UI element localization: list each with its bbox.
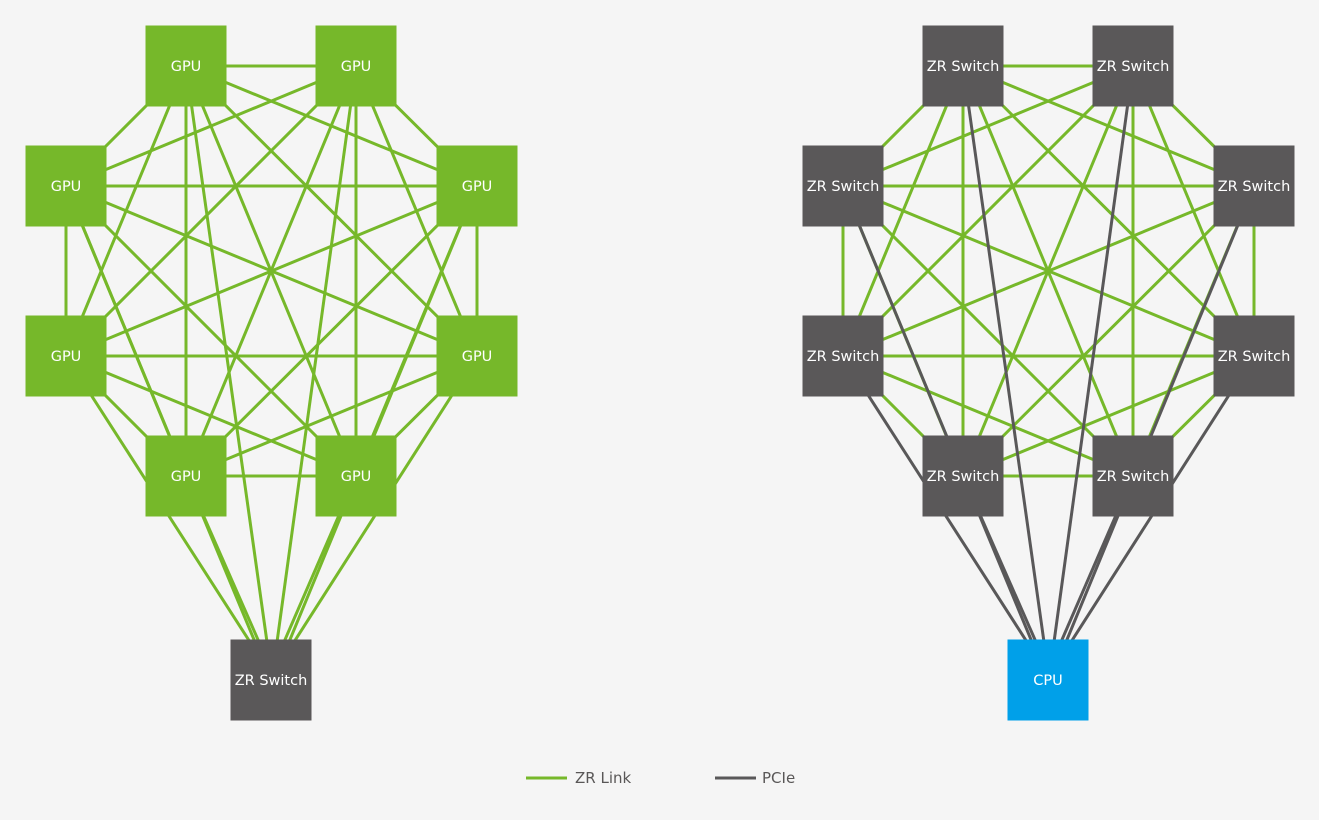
zr-link-line-top-right-to-mid-left — [65, 64, 357, 188]
switch-label: ZR Switch — [807, 349, 880, 365]
zr-link-line-low-right-to-bottom-left — [962, 354, 1255, 478]
links-layer — [841, 64, 1256, 643]
ring-node-switch-top-right: ZR Switch — [1092, 25, 1174, 107]
nodes-layer: GPU GPU GPU GPU GPU GPU GPU GPU ZR Switch — [25, 25, 518, 721]
switch-box — [922, 25, 1004, 107]
switch-label: ZR Switch — [1097, 469, 1170, 485]
switch-box — [230, 639, 312, 721]
switch-box — [802, 145, 884, 227]
zr-link-line-low-left-to-bottom-right — [842, 354, 1134, 478]
ring-node-switch-mid-left: ZR Switch — [802, 145, 884, 227]
legend-zr-link-label: ZR Link — [575, 769, 631, 787]
ring-node-switch-mid-right: ZR Switch — [1213, 145, 1295, 227]
zr-link-line-mid-right-to-bottom-left — [961, 184, 1256, 478]
switch-box — [1213, 315, 1295, 397]
zr-link-line-top-right-to-low-left — [841, 64, 1135, 358]
ring-node-switch-bottom-left: ZR Switch — [922, 435, 1004, 517]
switch-label: ZR Switch — [927, 469, 1000, 485]
gpu-label: GPU — [462, 179, 493, 195]
zr-link-line-mid-right-to-bottom-left — [184, 184, 479, 478]
switch-label: ZR Switch — [807, 179, 880, 195]
gpu-box — [25, 315, 107, 397]
ring-node-switch-low-right: ZR Switch — [1213, 315, 1295, 397]
gpu-cluster-diagram: GPU GPU GPU GPU GPU GPU GPU GPU ZR Switch — [25, 25, 518, 721]
pcie-line-top-left-to-hub — [961, 65, 1046, 643]
ring-node-switch-bottom-right: ZR Switch — [1092, 435, 1174, 517]
gpu-box — [315, 25, 397, 107]
ring-node-switch-low-left: ZR Switch — [802, 315, 884, 397]
zr-link-line-top-left-to-low-right — [184, 64, 479, 358]
gpu-label: GPU — [51, 179, 82, 195]
cpu-box — [1007, 639, 1089, 721]
switch-box — [1092, 25, 1174, 107]
switch-cluster-diagram: ZR Switch ZR Switch ZR Switch ZR Switch ZR S… — [802, 25, 1295, 721]
nodes-layer: ZR Switch ZR Switch ZR Switch ZR Switch ZR S… — [802, 25, 1295, 721]
ring-node-gpu-bottom-right: GPU — [315, 435, 397, 517]
zr-link-line-top-left-to-hub — [184, 65, 269, 643]
gpu-box — [436, 145, 518, 227]
cpu-label: CPU — [1033, 673, 1062, 689]
switch-label: ZR Switch — [235, 673, 308, 689]
switch-box — [922, 435, 1004, 517]
pcie-line-mid-right-to-hub — [1064, 185, 1256, 643]
pcie-line-mid-left-to-hub — [841, 185, 1034, 643]
switch-label: ZR Switch — [1097, 59, 1170, 75]
zr-link-line-low-right-to-bottom-left — [185, 354, 478, 478]
zr-link-line-top-right-to-low-left — [64, 64, 358, 358]
ring-node-gpu-mid-right: GPU — [436, 145, 518, 227]
gpu-label: GPU — [51, 349, 82, 365]
legend: ZR Link PCIe — [526, 769, 795, 787]
gpu-box — [25, 145, 107, 227]
ring-node-gpu-low-right: GPU — [436, 315, 518, 397]
gpu-label: GPU — [341, 469, 372, 485]
ring-node-gpu-bottom-left: GPU — [145, 435, 227, 517]
ring-node-gpu-low-left: GPU — [25, 315, 107, 397]
zr-link-line-top-right-to-mid-left — [842, 64, 1134, 188]
ring-node-gpu-top-right: GPU — [315, 25, 397, 107]
hub-node-switch-hub: ZR Switch — [230, 639, 312, 721]
gpu-box — [145, 25, 227, 107]
switch-box — [1213, 145, 1295, 227]
gpu-label: GPU — [341, 59, 372, 75]
gpu-label: GPU — [171, 469, 202, 485]
zr-link-line-mid-right-to-hub — [287, 185, 479, 643]
gpu-box — [436, 315, 518, 397]
gpu-box — [145, 435, 227, 517]
legend-pcie-label: PCIe — [762, 769, 795, 787]
switch-box — [1092, 435, 1174, 517]
hub-node-cpu-hub: CPU — [1007, 639, 1089, 721]
zr-link-line-top-right-to-hub — [275, 65, 358, 643]
gpu-label: GPU — [171, 59, 202, 75]
switch-box — [802, 315, 884, 397]
zr-link-line-mid-right-to-low-left — [842, 184, 1255, 358]
switch-label: ZR Switch — [927, 59, 1000, 75]
zr-link-line-mid-right-to-low-left — [65, 184, 478, 358]
ring-node-gpu-mid-left: GPU — [25, 145, 107, 227]
zr-link-line-mid-left-to-hub — [64, 185, 257, 643]
ring-node-switch-top-left: ZR Switch — [922, 25, 1004, 107]
switch-label: ZR Switch — [1218, 179, 1291, 195]
gpu-label: GPU — [462, 349, 493, 365]
zr-link-line-low-left-to-bottom-right — [65, 354, 357, 478]
gpu-box — [315, 435, 397, 517]
zr-link-line-top-left-to-low-right — [961, 64, 1256, 358]
switch-label: ZR Switch — [1218, 349, 1291, 365]
pcie-line-top-right-to-hub — [1052, 65, 1135, 643]
ring-node-gpu-top-left: GPU — [145, 25, 227, 107]
